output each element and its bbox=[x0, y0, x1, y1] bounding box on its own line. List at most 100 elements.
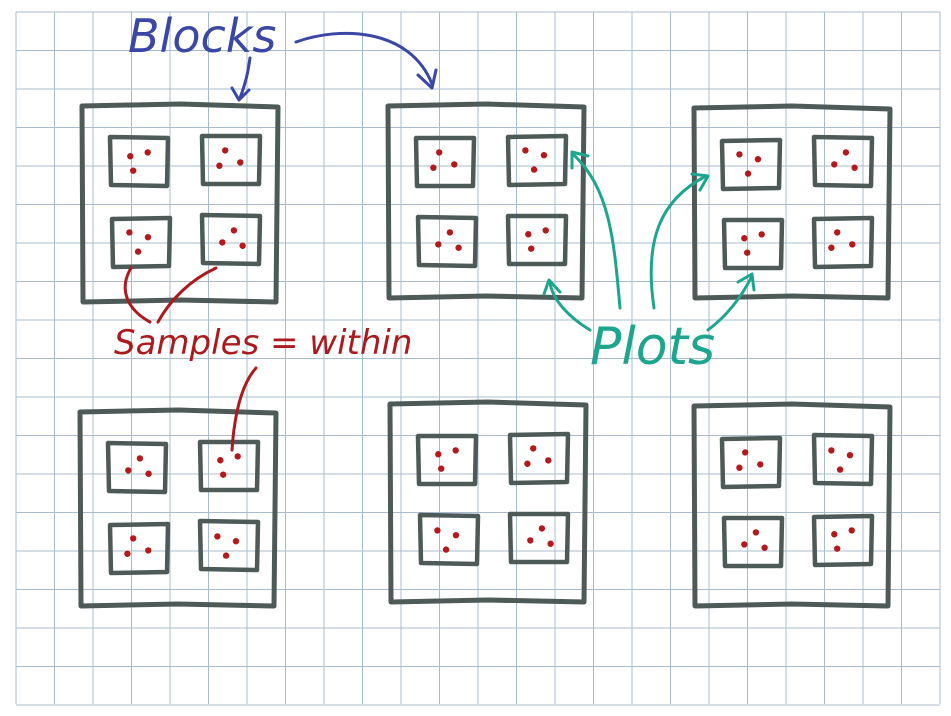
sample-dot bbox=[528, 245, 535, 252]
sample-dot bbox=[451, 161, 458, 168]
sample-dot bbox=[145, 470, 152, 477]
sample-dot bbox=[757, 461, 764, 468]
sample-dot bbox=[851, 164, 858, 171]
samples-pointer-3 bbox=[230, 366, 258, 452]
sample-dot bbox=[540, 152, 548, 159]
sample-dot bbox=[542, 227, 549, 234]
plot-outline bbox=[507, 431, 571, 486]
plot-outline bbox=[199, 133, 263, 187]
sample-dot bbox=[754, 156, 762, 163]
plots-arrow-2 bbox=[548, 280, 592, 332]
plots-arrowhead-2 bbox=[542, 278, 562, 296]
sample-dot bbox=[848, 527, 855, 534]
plot-outline bbox=[505, 133, 569, 188]
plot bbox=[507, 511, 571, 565]
plot-outline bbox=[105, 440, 169, 495]
plot bbox=[417, 512, 481, 567]
sample-dot bbox=[538, 525, 546, 532]
plot-outline bbox=[417, 512, 481, 567]
samples-label: Samples = within bbox=[114, 323, 412, 363]
sample-dot bbox=[430, 164, 437, 171]
block-outline bbox=[77, 407, 279, 609]
plot bbox=[199, 212, 263, 267]
plot-outline bbox=[413, 135, 477, 189]
plots-arrowhead-3 bbox=[690, 172, 710, 192]
sample-dot bbox=[239, 242, 246, 249]
sample-dot bbox=[127, 153, 134, 160]
plots-arrowhead-4 bbox=[736, 272, 756, 292]
sample-dot bbox=[736, 464, 743, 471]
plot-outline bbox=[811, 215, 875, 270]
sample-dot bbox=[144, 234, 152, 241]
sample-dot bbox=[455, 244, 462, 251]
sample-dot bbox=[545, 457, 552, 464]
sample-dot bbox=[452, 532, 460, 539]
sample-dot bbox=[530, 445, 537, 452]
plot-outline bbox=[415, 433, 479, 487]
sample-dot bbox=[217, 457, 224, 464]
plot-outline bbox=[197, 439, 261, 493]
sample-dot bbox=[742, 449, 749, 456]
sample-dot bbox=[125, 467, 132, 474]
sample-dot bbox=[525, 231, 532, 238]
blocks-arrow-right bbox=[294, 31, 434, 86]
sample-dot bbox=[828, 244, 835, 251]
block-outline bbox=[385, 101, 587, 301]
plots-arrowhead-1 bbox=[570, 150, 590, 170]
sample-dot bbox=[124, 550, 131, 557]
sample-dot bbox=[144, 149, 151, 156]
sample-dot bbox=[130, 167, 137, 174]
plots-arrow-3 bbox=[649, 174, 708, 310]
blocks-layer bbox=[77, 101, 893, 609]
plot-outline bbox=[109, 215, 173, 270]
sample-dot bbox=[758, 231, 765, 238]
plot bbox=[505, 133, 569, 188]
plot bbox=[811, 215, 875, 270]
sample-dot bbox=[136, 455, 144, 462]
sample-dot bbox=[216, 162, 223, 169]
block-outline bbox=[691, 103, 893, 301]
sample-dot bbox=[744, 170, 752, 177]
plot bbox=[413, 135, 477, 189]
sample-dot bbox=[126, 229, 133, 236]
sample-dot bbox=[438, 465, 445, 472]
blocks-arrowhead-right bbox=[416, 68, 438, 90]
sample-dot bbox=[761, 544, 768, 551]
sample-dot bbox=[434, 527, 441, 534]
block-outline bbox=[691, 401, 893, 609]
plot bbox=[719, 137, 783, 192]
plots-arrow-1 bbox=[572, 153, 622, 310]
sample-dot bbox=[522, 147, 529, 154]
plot-outline bbox=[721, 515, 785, 569]
sample-dot bbox=[222, 552, 230, 559]
annotations-layer: Blocks Samples = within Plots bbox=[114, 9, 756, 452]
plot-outline bbox=[811, 134, 875, 189]
plot bbox=[811, 513, 875, 568]
sample-dot bbox=[234, 453, 241, 460]
plot bbox=[107, 134, 171, 189]
plots-label: Plots bbox=[590, 317, 715, 377]
plot bbox=[721, 217, 785, 271]
sample-dot bbox=[849, 241, 856, 248]
plot bbox=[197, 439, 261, 493]
sample-dot bbox=[435, 451, 442, 458]
plot bbox=[415, 214, 479, 269]
sample-dot bbox=[442, 546, 450, 553]
sample-dot bbox=[752, 529, 760, 536]
sample-dot bbox=[831, 531, 838, 538]
plot-outline bbox=[719, 435, 783, 490]
plot bbox=[811, 432, 875, 487]
sample-dot bbox=[524, 460, 531, 467]
plot-outline bbox=[811, 513, 875, 568]
sample-dot bbox=[736, 151, 743, 158]
sample-dot bbox=[222, 147, 229, 154]
plot-outline bbox=[719, 137, 783, 192]
plot-outline bbox=[811, 432, 875, 487]
plot bbox=[719, 435, 783, 490]
plot-outline bbox=[415, 214, 479, 269]
sample-dot bbox=[436, 149, 443, 156]
sample-dot bbox=[214, 533, 221, 540]
sample-dot bbox=[130, 535, 137, 542]
plot-outline bbox=[107, 521, 171, 576]
